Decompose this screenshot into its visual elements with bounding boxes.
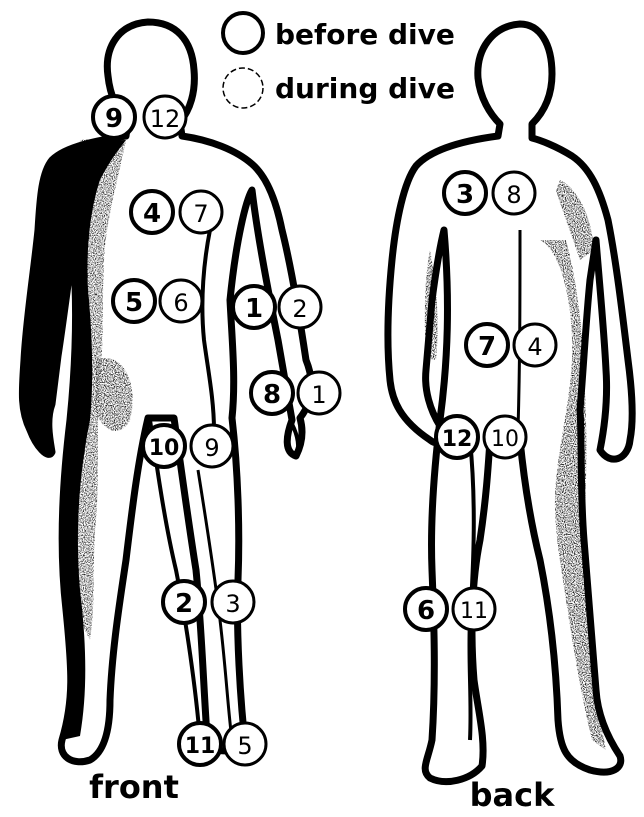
marker-before: 11 bbox=[185, 734, 216, 759]
marker-before: 7 bbox=[478, 332, 496, 362]
marker-during: 4 bbox=[527, 333, 542, 361]
marker-before: 10 bbox=[149, 436, 180, 461]
back-figure bbox=[388, 24, 632, 782]
marker-during: 8 bbox=[506, 181, 521, 209]
legend-label-before-dive: before dive bbox=[275, 18, 455, 51]
marker-during: 9 bbox=[204, 434, 219, 462]
legend-item-before-dive: before dive bbox=[223, 13, 455, 53]
marker-during: 11 bbox=[460, 599, 488, 624]
marker-before: 3 bbox=[456, 180, 474, 210]
during-dive-marker-icon bbox=[223, 68, 263, 108]
marker-before: 4 bbox=[143, 199, 161, 229]
marker-before: 1 bbox=[245, 294, 263, 324]
back-view-label: back bbox=[470, 776, 555, 812]
marker-before: 6 bbox=[417, 596, 435, 626]
legend-item-during-dive: during dive bbox=[223, 68, 455, 108]
marker-before: 9 bbox=[105, 104, 123, 134]
marker-before: 8 bbox=[263, 380, 281, 410]
marker-during: 5 bbox=[237, 732, 252, 760]
marker-during: 6 bbox=[173, 289, 188, 317]
marker-during: 3 bbox=[225, 590, 240, 618]
marker-during: 2 bbox=[292, 295, 307, 323]
marker-during: 7 bbox=[193, 200, 208, 228]
marker-during: 10 bbox=[491, 427, 519, 452]
marker-before: 2 bbox=[175, 589, 193, 619]
marker-before: 12 bbox=[442, 427, 473, 452]
marker-during: 12 bbox=[150, 105, 181, 133]
legend-label-during-dive: during dive bbox=[275, 72, 455, 105]
front-view-label: front bbox=[89, 768, 179, 806]
marker-before: 5 bbox=[125, 288, 143, 318]
before-dive-marker-icon bbox=[223, 13, 263, 53]
legend: before dive during dive bbox=[223, 13, 455, 108]
marker-during: 1 bbox=[311, 381, 326, 409]
